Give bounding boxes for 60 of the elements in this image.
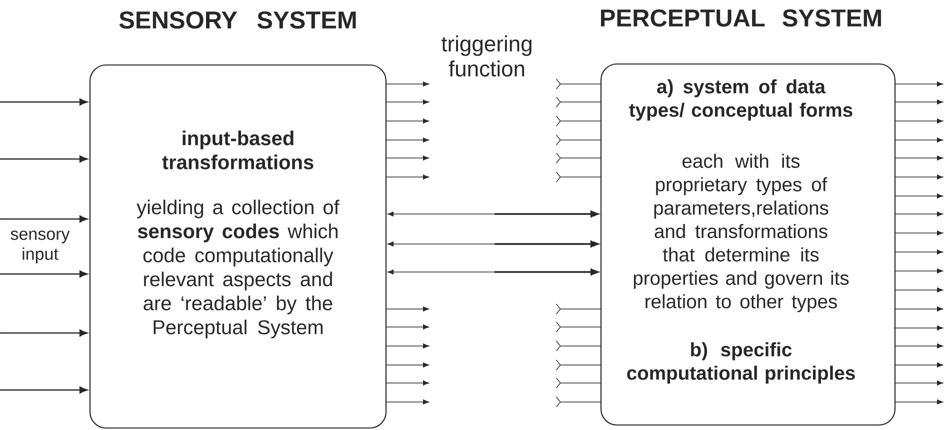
- arrow: [895, 288, 943, 292]
- arrow: [895, 82, 943, 86]
- arrow: [895, 174, 943, 180]
- arrow: [895, 326, 943, 330]
- box-text: input-based transformations: [162, 130, 314, 170]
- arrow: [386, 118, 429, 124]
- arrow: [386, 174, 429, 180]
- box-text: each with its proprietary types of parameters,relations and transformations that determine its properties and govern its relation to other types: [634, 154, 849, 312]
- box-heading: PERCEPTUAL SYSTEM: [601, 9, 881, 27]
- arrow: [556, 340, 601, 352]
- text-label: sensory input: [10, 230, 70, 264]
- box-text: yielding a collection of sensory codes which code computationally relevant aspects and are ‘readable’ by the Perceptual System: [136, 200, 340, 338]
- arrow: [895, 362, 943, 368]
- arrow: [386, 400, 429, 404]
- arrow: [386, 156, 429, 160]
- arrow: [556, 322, 601, 332]
- arrow: [388, 210, 600, 218]
- arrow: [895, 306, 943, 312]
- arrow: [556, 360, 601, 370]
- arrow: [556, 116, 601, 126]
- arrow: [0, 216, 88, 222]
- arrow: [895, 118, 943, 124]
- arrow: [895, 156, 943, 160]
- arrow: [895, 100, 943, 104]
- arrow: [895, 268, 943, 274]
- box-text: b) specific computational principles: [627, 342, 855, 384]
- arrow: [0, 98, 88, 106]
- arrow: [386, 324, 429, 330]
- arrow: [556, 172, 601, 182]
- arrow: [386, 100, 429, 104]
- arrow: [895, 380, 943, 386]
- arrow: [0, 330, 88, 336]
- arrow: [388, 240, 600, 248]
- arrow: [386, 306, 429, 312]
- box-heading: SENSORY SYSTEM: [119, 11, 356, 29]
- arrow: [0, 156, 88, 162]
- arrow: [895, 250, 943, 254]
- text-label: triggering function: [441, 35, 532, 77]
- arrow: [0, 386, 88, 394]
- arrow: [386, 82, 429, 86]
- arrow: [556, 134, 601, 146]
- arrow: [386, 362, 429, 368]
- arrow: [556, 96, 601, 108]
- arrow: [388, 268, 600, 276]
- arrow: [556, 78, 601, 90]
- box-text: a) system of data types/ conceptual forms: [629, 79, 852, 121]
- arrow: [556, 152, 601, 164]
- arrow: [386, 380, 429, 386]
- arrow: [386, 138, 429, 142]
- arrow: [556, 396, 601, 408]
- arrow: [895, 212, 943, 216]
- arrow: [895, 138, 943, 142]
- arrow: [895, 400, 943, 404]
- arrow: [895, 230, 943, 236]
- arrow: [895, 194, 943, 198]
- arrow: [895, 344, 943, 348]
- arrow: [556, 304, 601, 314]
- arrow: [386, 344, 429, 348]
- arrow: [0, 270, 88, 278]
- arrow: [556, 378, 601, 388]
